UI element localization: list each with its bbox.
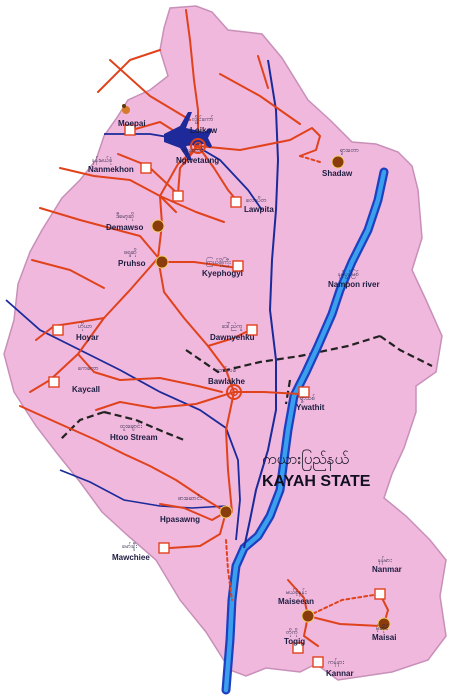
nanmar-marker	[374, 588, 386, 600]
shadaw-label-my: ရှားတော	[340, 147, 359, 155]
mawchiee-marker	[158, 542, 170, 554]
demawso-label: Demawso	[106, 223, 143, 232]
kaycall-label-my: ကေကော	[78, 365, 99, 372]
nampon-river-label: Nampon river	[328, 280, 380, 289]
moepai-label: Moepai	[118, 119, 146, 128]
loikaw-marker	[190, 138, 206, 154]
hoyar-label: Hoyar	[76, 333, 99, 342]
state-title: ကယားပြည်နယ် KAYAH STATE	[262, 449, 371, 490]
hpasawng-label-my: ဖားဆောင်း	[178, 494, 202, 502]
lawpita-marker	[230, 196, 242, 208]
maisai-label-my: မဲ့ဆိုင်	[376, 624, 389, 633]
pruhso-label: Pruhso	[118, 259, 146, 268]
kannar-label-my: ကန်နား	[328, 658, 345, 667]
maiseean-label: Maiseean	[278, 597, 314, 606]
kyephogyi-marker	[232, 260, 244, 272]
state-title-my: ကယားပြည်နယ်	[262, 449, 349, 471]
town-labels: Loikaw လွိုင်ကော် MoepaiNanmekhonနန်းမယ်ခု…	[72, 115, 402, 678]
nanmekhon-label-my: နန်းမယ်ခုံ	[92, 156, 112, 165]
maisai-marker	[377, 617, 391, 631]
lawpita-label-my: လောပိတ	[246, 196, 267, 204]
ngwetaung-label: Ngwetaung	[176, 156, 219, 165]
dawnyehku-label-my: ဒေါ်ညဲကူ	[222, 322, 243, 331]
togig-label-my: တိုကို	[286, 628, 298, 637]
dawnyehku-marker	[246, 324, 258, 336]
state-title-en: KAYAH STATE	[262, 473, 371, 490]
pruhso-marker	[155, 255, 169, 269]
pruhso-label-my: ဖရူဆို	[124, 248, 137, 257]
togig-label: Togig	[284, 637, 305, 646]
kannar-marker	[312, 656, 324, 668]
ngwetaung-label-my: ငွေတောင်	[182, 146, 204, 155]
dawnyehku-label: Dawnyehku	[210, 333, 255, 342]
kyephogyi-label: Kyephogyi	[202, 269, 243, 278]
shadaw-marker	[331, 155, 345, 169]
emblem-icon	[122, 104, 130, 114]
nanmekhon-marker	[140, 162, 152, 174]
ngwetaung-marker	[172, 190, 184, 202]
demawso-marker	[151, 219, 165, 233]
river-labels: နမ့်ပွန်မြစ် Nampon river ထူးချောင်း Hto…	[110, 269, 380, 442]
maiseean-marker	[301, 609, 315, 623]
nanmekhon-label: Nanmekhon	[88, 165, 134, 174]
maiseean-label-my: မယ်စဲ့နန်း	[286, 588, 307, 597]
bawlakhe-label-my: ဘော်လခဲ	[216, 366, 236, 374]
hpasawng-label: Hpasawng	[160, 515, 200, 524]
htoo-stream-label-my: ထူးချောင်း	[120, 422, 142, 431]
hoyar-label-my: ဟိုယာ	[78, 322, 92, 331]
bawlakhe-label: Bawlakhe	[208, 377, 245, 386]
bawlakhe-marker	[226, 384, 242, 400]
kannar-label: Kannar	[326, 669, 354, 678]
nampon-river-label-my: နမ့်ပွန်မြစ်	[338, 269, 359, 279]
rivers	[5, 59, 389, 695]
ywathit-marker	[298, 386, 310, 398]
nanmar-label: Nanmar	[372, 565, 402, 574]
kyephogyi-label-my: ကြယ်ဖိုကြီး	[206, 257, 231, 267]
hoyar-marker	[52, 324, 64, 336]
moepai-marker	[124, 124, 136, 136]
mawchiee-label: Mawchiee	[112, 553, 150, 562]
demawso-label-my: ဒီမော့ဆို	[116, 212, 134, 221]
town-markers	[48, 124, 391, 668]
kaycall-label: Kaycall	[72, 385, 100, 394]
togig-marker	[292, 642, 304, 654]
htoo-stream-label: Htoo Stream	[110, 433, 158, 442]
state-border-lines	[59, 334, 433, 442]
loikaw-label-my: လွိုင်ကော်	[192, 115, 213, 124]
ywathit-label-my: ရွာသစ်	[300, 394, 315, 403]
state-land-area	[3, 5, 447, 681]
shadaw-label: Shadaw	[322, 169, 353, 178]
mawchiee-label-my: မော်ချီး	[122, 542, 137, 551]
airport-icon	[164, 112, 212, 160]
loikaw-label: Loikaw	[190, 126, 218, 135]
hpasawng-marker	[219, 505, 233, 519]
maisai-label: Maisai	[372, 633, 396, 642]
ywathit-label: Ywathit	[296, 403, 325, 412]
nanmar-label-my: နန်မား	[378, 556, 392, 565]
kaycall-marker	[48, 376, 60, 388]
lawpita-label: Lawpita	[244, 205, 274, 214]
